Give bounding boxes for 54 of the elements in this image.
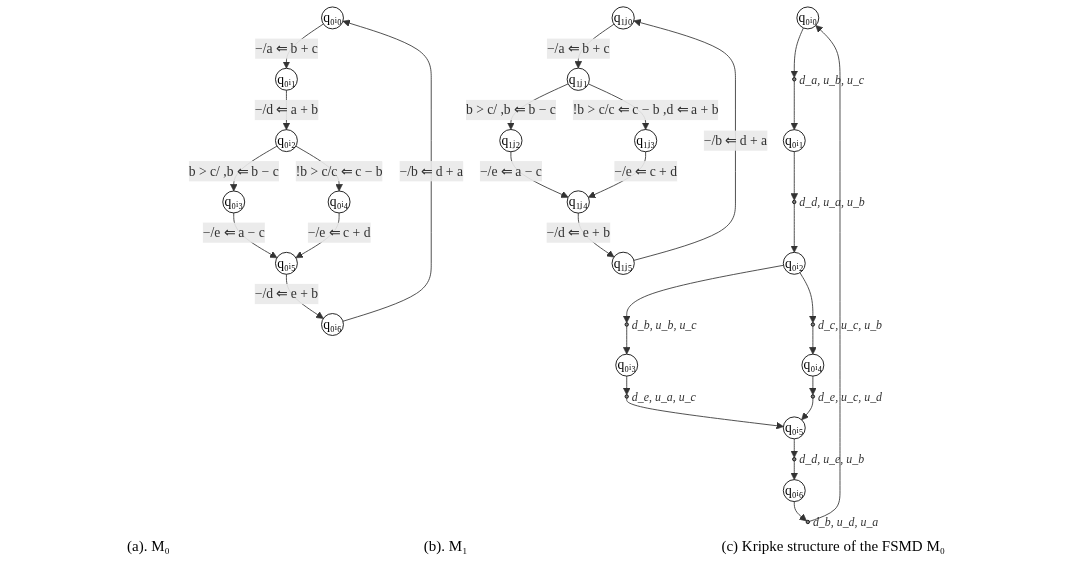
edge-label: !b > c/c ⇐ c − b ,d ⇐ a + b	[572, 102, 719, 117]
state-annotation: d_e, u_a, u_c	[631, 389, 696, 404]
state-annotation: d_e, u_c, u_d	[818, 389, 883, 404]
edge-label: −/b ⇐ d + a	[399, 163, 464, 179]
edge-label: −/a ⇐ b + c	[255, 40, 318, 56]
figure-caption: (b). M₁	[423, 538, 468, 555]
figure-caption: (c) Kripke structure of the FSMD M₀	[721, 538, 945, 555]
node-circle: q₀ᵢ₀	[321, 6, 344, 30]
edge-label: −/e ⇐ c + d	[614, 163, 678, 179]
edge-label: −/d ⇐ a + b	[254, 102, 319, 117]
node-circle: q₁ⱼ₄	[566, 190, 590, 214]
node-circle: q₀ᵢ₁	[782, 129, 806, 152]
node-circle: q₁ⱼ₂	[499, 129, 523, 153]
edge-label: −/a ⇐ b + c	[547, 40, 610, 56]
edge-label: b > c/ ,b ⇐ b − c	[188, 163, 279, 179]
edge-label: −/e ⇐ c + d	[307, 224, 371, 240]
node-circle	[792, 77, 797, 82]
state-annotation: d_b, u_d, u_a	[813, 515, 879, 530]
node-circle: q₁ⱼ₃	[634, 129, 658, 153]
node-circle	[792, 457, 797, 462]
node-circle: q₀ᵢ₁	[275, 67, 298, 91]
node-circle: q₀ᵢ₅	[782, 416, 806, 440]
node-circle: q₀ᵢ₅	[275, 251, 298, 275]
node-circle: q₀ᵢ₄	[801, 353, 825, 377]
edge-label: −/d ⇐ e + b	[546, 224, 611, 240]
node-circle	[624, 322, 629, 327]
node-circle: q₀ᵢ₂	[275, 129, 298, 152]
node-circle: q₀ᵢ₃	[615, 353, 639, 377]
edge-label: −/b ⇐ d + a	[703, 132, 768, 148]
edge-label: −/d ⇐ e + b	[254, 286, 319, 301]
node-circle: q₀ᵢ₆	[321, 313, 344, 336]
node-circle	[810, 322, 816, 327]
state-annotation: d_c, u_c, u_b	[818, 317, 883, 332]
state-annotation: d_d, u_a, u_b	[799, 195, 865, 210]
node-circle	[624, 394, 629, 399]
figure-caption: (a). M₀	[127, 538, 170, 555]
edge-label: −/e ⇐ a − c	[202, 224, 265, 240]
node-circle	[792, 199, 797, 205]
node-circle: q₀ᵢ₃	[222, 190, 246, 214]
state-annotation: d_b, u_b, u_c	[631, 317, 697, 332]
node-circle: q₀ᵢ₆	[782, 479, 806, 502]
node-circle: q₀ᵢ₂	[782, 251, 806, 275]
node-circle: q₁ⱼ₁	[566, 67, 590, 91]
node-circle: q₁ⱼ₀	[611, 6, 635, 30]
node-circle	[810, 394, 816, 399]
node-circle	[805, 519, 811, 525]
state-annotation: d_d, u_e, u_b	[799, 452, 865, 467]
state-annotation: d_a, u_b, u_c	[799, 72, 865, 87]
node-circle: q₀ᵢ₀	[796, 6, 820, 30]
node-circle: q₀ᵢ₄	[327, 190, 351, 214]
edge-label: b > c/ ,b ⇐ b − c	[466, 102, 556, 117]
edge-label: −/e ⇐ a − c	[480, 163, 542, 179]
edge-label: !b > c/c ⇐ c − b	[295, 163, 383, 179]
node-circle: q₁ⱼ₅	[611, 251, 635, 275]
